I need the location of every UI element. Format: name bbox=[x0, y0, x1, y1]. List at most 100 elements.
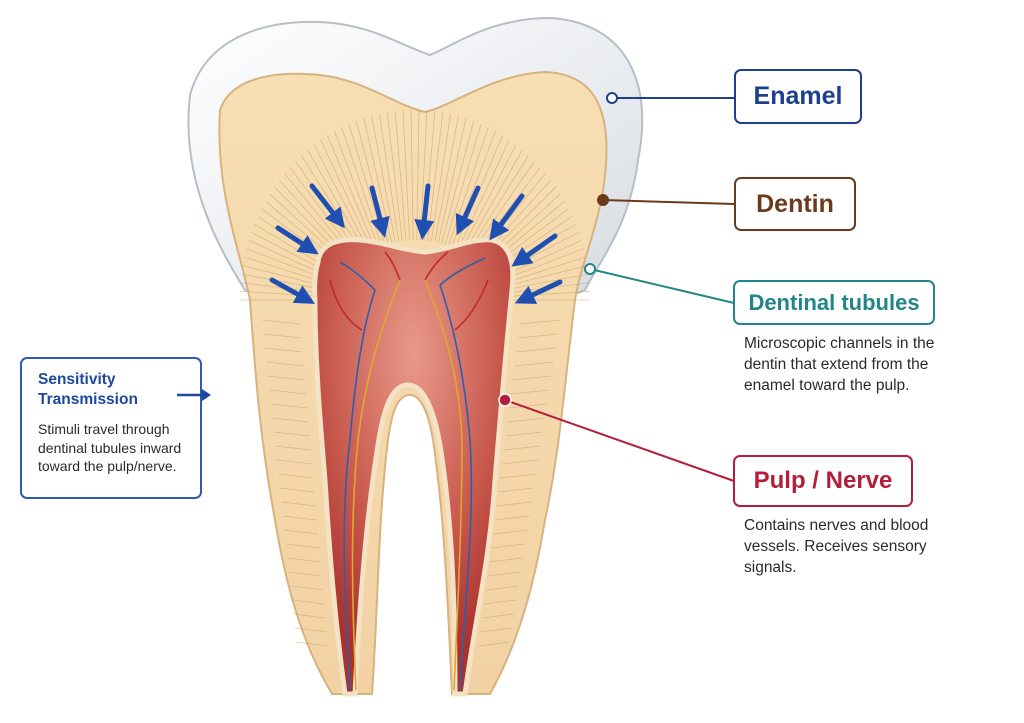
tubule-line bbox=[284, 529, 319, 535]
tubule-line bbox=[282, 515, 317, 521]
tubule-line bbox=[503, 445, 541, 451]
dentinal-tubules-description: Microscopic channels in the dentin that … bbox=[744, 335, 935, 394]
tubule-line bbox=[272, 417, 309, 423]
tubule-line bbox=[263, 333, 302, 339]
dentinal-tubules-label: Dentinal tubules bbox=[733, 280, 935, 325]
tubule-line bbox=[261, 319, 301, 325]
tubule-line bbox=[410, 110, 414, 241]
sensitivity-arrows bbox=[269, 183, 563, 304]
tubule-line bbox=[270, 403, 308, 409]
tubule-line bbox=[485, 585, 519, 591]
tubules-leader bbox=[589, 268, 735, 304]
tubule-line bbox=[269, 389, 307, 395]
tubule-line bbox=[288, 571, 322, 577]
tubule-line bbox=[307, 149, 367, 253]
sensitivity-transmission-box: Sensitivity Transmission Stimuli travel … bbox=[20, 357, 211, 499]
tubule-line bbox=[273, 431, 310, 437]
tubule-line bbox=[281, 501, 316, 507]
tubule-line bbox=[437, 118, 467, 243]
tubule-line bbox=[514, 361, 554, 367]
tubule-line bbox=[279, 487, 315, 493]
tubule-line bbox=[287, 557, 321, 563]
tubule-line bbox=[501, 459, 539, 465]
tubule-line bbox=[444, 123, 482, 245]
inward-arrow-icon bbox=[511, 233, 558, 267]
tubule-line bbox=[394, 111, 407, 241]
tubule-line bbox=[498, 487, 534, 493]
tubule-line bbox=[518, 333, 558, 339]
inward-arrow-icon bbox=[489, 193, 525, 241]
pulp-chamber bbox=[312, 237, 516, 697]
tubule-line bbox=[290, 585, 323, 591]
inward-arrow-icon bbox=[455, 185, 481, 236]
dentinal-tubules-label-text: Dentinal tubules bbox=[748, 289, 920, 315]
tubule-line bbox=[378, 113, 400, 242]
sensitivity-title: Sensitivity Transmission bbox=[38, 371, 138, 408]
tubule-line bbox=[320, 139, 373, 250]
tubule-line bbox=[430, 113, 452, 242]
inward-arrow-icon bbox=[514, 279, 563, 304]
pulp-leader bbox=[504, 399, 735, 482]
tubule-line bbox=[386, 112, 403, 241]
tubule-line bbox=[466, 155, 529, 255]
tubule-line bbox=[276, 459, 313, 465]
tubule-line bbox=[483, 599, 517, 605]
inward-arrow-icon bbox=[275, 225, 319, 255]
tubule-line bbox=[509, 403, 547, 409]
tubule-line bbox=[463, 149, 523, 253]
enamel-label: Enamel bbox=[734, 69, 862, 124]
tubule-line bbox=[294, 627, 327, 633]
pulp-nerve-label: Pulp / Nerve bbox=[733, 455, 913, 507]
tubule-line bbox=[491, 543, 525, 549]
tubule-line bbox=[441, 120, 474, 244]
tubule-line bbox=[296, 641, 328, 647]
sensitivity-description: Stimuli travel through dentinal tubules … bbox=[38, 421, 182, 474]
tubule-line bbox=[516, 347, 556, 353]
tubule-line bbox=[492, 529, 528, 535]
pulp-nerve-description: Contains nerves and blood vessels. Recei… bbox=[744, 517, 929, 576]
tubule-line bbox=[275, 445, 311, 451]
tubule-line bbox=[496, 501, 532, 507]
tubule-line bbox=[482, 613, 514, 619]
tubule-line bbox=[266, 361, 304, 367]
tubule-line bbox=[416, 110, 420, 241]
tubule-line bbox=[420, 110, 428, 241]
inward-arrow-icon bbox=[269, 277, 315, 304]
dentin-leader bbox=[602, 199, 735, 205]
tubule-line bbox=[480, 627, 512, 633]
dentin-leader-dot bbox=[597, 194, 609, 206]
enamel-label-text: Enamel bbox=[753, 82, 843, 110]
tubule-line bbox=[402, 110, 410, 241]
tubule-line bbox=[505, 431, 543, 437]
tubule-line bbox=[264, 347, 303, 353]
tubule-line bbox=[478, 641, 510, 647]
tubule-line bbox=[448, 127, 489, 246]
inward-arrow-icon bbox=[369, 185, 390, 238]
tubule-line bbox=[434, 115, 459, 242]
tubule-line bbox=[494, 515, 530, 521]
enamel-leader-dot bbox=[606, 92, 618, 104]
dentin-label: Dentin bbox=[734, 177, 856, 231]
arrow-right-icon bbox=[177, 389, 211, 401]
tubule-line bbox=[293, 613, 326, 619]
tubule-line bbox=[267, 375, 305, 381]
tubule-line bbox=[519, 319, 561, 325]
nerves-and-vessels bbox=[329, 251, 489, 691]
tubule-line bbox=[500, 473, 536, 479]
tubule-line bbox=[512, 375, 552, 381]
tubules-leader-dot bbox=[584, 263, 596, 275]
pulp-leader-dot bbox=[498, 393, 512, 407]
tubule-line bbox=[285, 543, 320, 549]
tubule-line bbox=[278, 473, 314, 479]
tubule-line bbox=[507, 417, 545, 423]
pulp-nerve-label-text: Pulp / Nerve bbox=[753, 467, 893, 494]
leader-lines bbox=[498, 92, 735, 482]
tubule-line bbox=[327, 135, 376, 249]
tubule-line bbox=[489, 557, 523, 563]
tubule-line bbox=[291, 599, 325, 605]
inward-arrow-icon bbox=[309, 183, 345, 229]
dentin-label-text: Dentin bbox=[756, 189, 834, 218]
tubule-line bbox=[487, 571, 521, 577]
